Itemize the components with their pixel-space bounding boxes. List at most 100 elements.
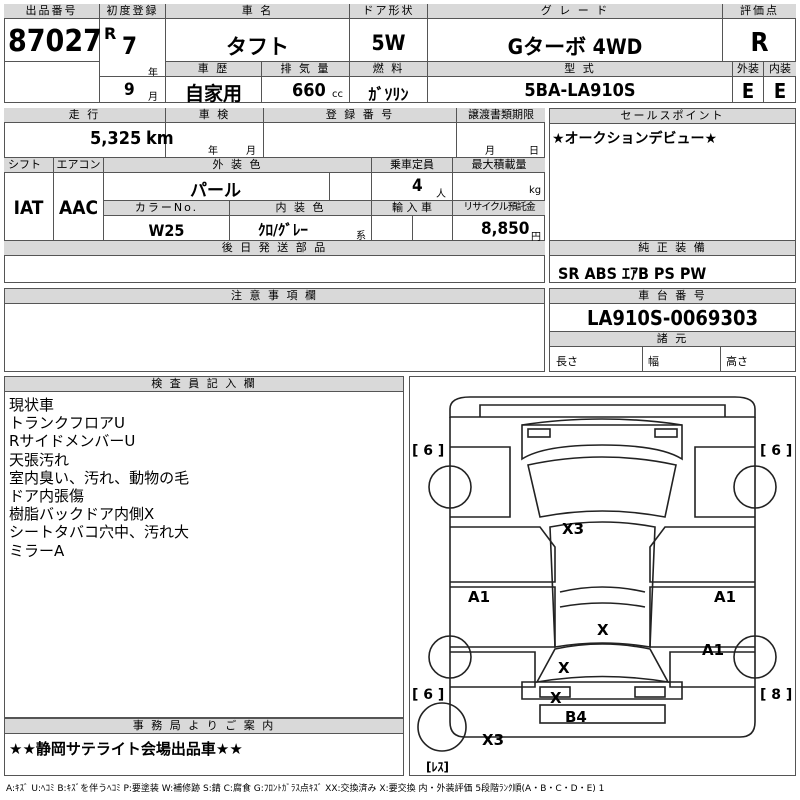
import-label: 輸 入 車 — [372, 201, 452, 216]
right-fender — [694, 446, 755, 518]
disp-cell: 排 気 量 660 cc — [262, 62, 350, 103]
grade-cell: グ レ ー ド Gターボ 4WD — [428, 4, 723, 62]
tire-rl-label: [ 6 ] — [412, 687, 444, 703]
chassis-cell: 車 台 番 号 LA910S-0069303 諸 元 長さ 幅 高さ — [549, 288, 796, 372]
mileage-unit: km — [146, 128, 174, 149]
shift-cell: シフト IAT — [4, 158, 54, 241]
spec-width: 幅 — [648, 355, 659, 368]
roof-outline — [549, 521, 656, 648]
cap-unit: 人 — [436, 189, 446, 200]
tire-rr-label: [ 8 ] — [760, 687, 792, 703]
mark-rear-bumper: B4 — [565, 708, 587, 726]
name-cell: 車 名 タフト — [166, 4, 350, 62]
rear-bumper-outline — [539, 704, 666, 724]
color-cell: 外 装 色 パール — [104, 158, 372, 201]
grade: Gターボ 4WD — [507, 35, 643, 59]
model: 5BA-LA910S — [524, 80, 636, 101]
inspector-notes: 現状車 トランクフロアU RサイドメンバーU 天張汚れ 室内臭い、汚れ、動物の毛… — [9, 396, 190, 560]
legend: A:ｷｽﾞ U:ﾍｺﾐ B:ｷｽﾞを伴うﾍｺﾐ P:要塗装 W:補修跡 S:錆 … — [6, 784, 605, 794]
mark-left-front: A1 — [468, 588, 490, 606]
month-unit: 月 — [148, 92, 158, 103]
mark-rear-glass: X — [558, 659, 570, 677]
car-outline-svg: [ 6 ] [ 6 ] [ 6 ] [ 8 ] [ﾚｽ] X3 A1 A1 X … — [412, 396, 792, 774]
equipment-cell: 純 正 装 備 SR ABS ｴｱB PS PW — [549, 241, 796, 283]
recycle-cell: リサイクル預託金 8,850 円 — [453, 201, 545, 243]
later-parts-cell: 後 日 発 送 部 品 — [4, 241, 545, 283]
office-text: ★★静岡サテライト会場出品車★★ — [9, 740, 243, 758]
lot-number: 87027 — [8, 24, 102, 59]
reg-year: 7 — [122, 32, 138, 60]
cap-label: 乗車定員 — [372, 158, 452, 173]
fuel: ｶﾞｿﾘﾝ — [368, 85, 409, 104]
doors-label: ドア形状 — [350, 4, 427, 19]
wheel-rear-left — [428, 635, 472, 679]
sales-point-cell: セールスポイント ★オークションデビュー★ — [549, 108, 796, 241]
score: R — [750, 28, 769, 58]
mileage-label: 走 行 — [4, 108, 165, 123]
model-cell: 型 式 5BA-LA910S — [428, 62, 733, 103]
spec-label: 諸 元 — [550, 331, 795, 347]
history-cell: 車 歴 自家用 — [166, 62, 262, 105]
interior-color: ｸﾛ/ｸﾞﾚｰ — [258, 221, 308, 239]
ac-cell: エアコン AAC — [54, 158, 104, 241]
transfer-label: 譲渡書類期限 — [457, 108, 545, 123]
interior-label: 内 装 色 — [230, 201, 371, 216]
interior-unit: 系 — [356, 231, 366, 242]
year-unit: 年 — [148, 68, 158, 79]
doors: 5W — [371, 31, 406, 55]
body-outline — [449, 417, 756, 738]
chassis-number: LA910S-0069303 — [586, 306, 758, 330]
transfer-cell: 譲渡書類期限 月 日 — [457, 108, 545, 158]
mark-left-bottom: X3 — [482, 731, 504, 749]
colorno-label: カラーNo. — [104, 201, 229, 216]
load-label: 最大積載量 — [453, 158, 545, 173]
transfer-day: 日 — [529, 146, 539, 157]
tire-fl-label: [ 6 ] — [412, 443, 444, 459]
model-label: 型 式 — [428, 62, 732, 77]
int-score: E — [773, 79, 787, 103]
ext-cell: 外装 E — [733, 62, 764, 103]
displacement: 660 — [292, 80, 326, 101]
mark-roof: X — [597, 621, 609, 639]
spare-label: [ﾚｽ] — [426, 760, 449, 774]
hood-outline — [521, 424, 683, 461]
back-door-outline — [521, 681, 683, 700]
left-front-door — [450, 526, 556, 583]
shift-label: シフト — [4, 158, 53, 173]
left-rear-door — [450, 586, 556, 648]
mileage: 5,325 — [90, 128, 142, 149]
windshield-outline — [527, 456, 677, 518]
spec-height: 高さ — [726, 355, 748, 368]
tire-fr-label: [ 6 ] — [760, 443, 792, 459]
wheel-front-right — [733, 465, 777, 509]
lot-label: 出品番号 — [4, 4, 99, 19]
right-front-door — [649, 526, 755, 583]
transfer-month: 月 — [485, 146, 495, 157]
sales-point: ★オークションデビュー★ — [552, 131, 718, 147]
inspector-label: 検 査 員 記 入 欄 — [5, 377, 403, 392]
color-number: W25 — [148, 221, 185, 240]
regno-label: 登 録 番 号 — [264, 108, 456, 123]
spec-row: 長さ 幅 高さ — [550, 346, 795, 372]
damage-diagram: [ 6 ] [ 6 ] [ 6 ] [ 8 ] [ﾚｽ] X3 A1 A1 X … — [409, 376, 796, 776]
spare-tire — [417, 702, 467, 752]
notes-label: 注 意 事 項 欄 — [5, 289, 544, 304]
equipment: SR ABS ｴｱB PS PW — [558, 264, 707, 283]
mark-right-rear: A1 — [702, 641, 724, 659]
ext-score: E — [741, 79, 755, 103]
inspect-month: 月 — [246, 146, 256, 157]
recycle-fee: 8,850 — [481, 219, 530, 239]
lot-cell: 出品番号 87027 — [4, 4, 102, 103]
name-label: 車 名 — [166, 4, 349, 19]
later-parts-label: 後 日 発 送 部 品 — [4, 241, 545, 256]
fuel-label: 燃 料 — [350, 62, 427, 77]
doors-cell: ドア形状 5W — [350, 4, 428, 62]
disp-unit: cc — [332, 89, 343, 100]
mileage-cell: 走 行 5,325 km — [4, 108, 174, 158]
score-cell: 評価点 R — [723, 4, 796, 62]
mark-bumper-top: X — [550, 689, 562, 707]
equipment-label: 純 正 装 備 — [550, 241, 795, 256]
wheel-rear-right — [733, 635, 777, 679]
inspect-cell: 車 検 年 月 — [166, 108, 264, 158]
score-label: 評価点 — [723, 4, 796, 19]
